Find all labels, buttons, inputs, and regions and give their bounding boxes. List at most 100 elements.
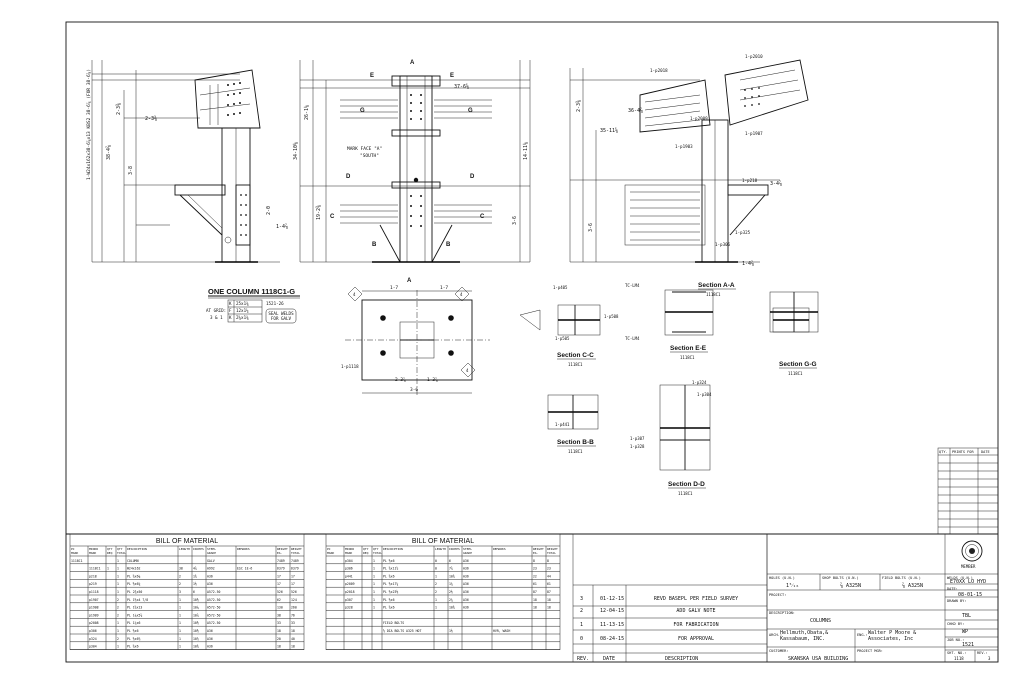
- bom-left-cell: 18: [277, 629, 281, 633]
- column-title-note: ONE COLUMN 1118C1-G K 25x1⅜ 1521-26 AT G…: [206, 287, 300, 324]
- bom-right-cell: 1: [373, 590, 375, 594]
- bom-right-header: DESCRIPTION: [383, 547, 403, 551]
- bom-right-cell: p2009: [345, 582, 355, 586]
- bp-part: 1-p1118: [341, 364, 359, 369]
- row3-value: 2⅝x1⅜: [236, 315, 249, 320]
- description-value: COLUMNS: [810, 618, 831, 624]
- bom-left-cell: p2008: [89, 621, 99, 625]
- arch-value: Hellmuth,Obata,& Kassabaum, INC.: [780, 630, 829, 642]
- field-bolts-value: ⅞ A325N: [902, 582, 923, 589]
- bom-left-cell: 7489: [277, 559, 285, 563]
- callout-g-left: G: [360, 108, 365, 114]
- bom-left-header: WEIGHT: [277, 547, 288, 551]
- c-part-3: 1-p505: [555, 336, 570, 341]
- dim-left-2: 2-3⅜: [145, 115, 157, 122]
- bom-right-header: TOTAL: [547, 551, 556, 555]
- bom-left-cell: 1: [179, 645, 181, 649]
- bom-right-cell: p307: [345, 598, 353, 602]
- bom-right-cell: 1: [435, 574, 437, 578]
- column-title: ONE COLUMN 1118C1-G: [208, 287, 295, 296]
- bom-left-cell: COLUMN: [127, 559, 139, 563]
- section-a-a: Section A-A 1118C1: [698, 282, 819, 333]
- bom-right-cell: 1: [373, 582, 375, 586]
- section-g-title: Section G-G: [779, 361, 817, 368]
- bom-right-header: GRADE: [463, 551, 472, 555]
- callout-b-right: B: [446, 242, 451, 248]
- bom-left-cell: 62: [277, 598, 281, 602]
- bom-left-cell: ESC 1E-6: [237, 567, 252, 571]
- dim-right-6: 1-4⅞: [742, 260, 754, 267]
- bom-right-cell: p328: [345, 606, 353, 610]
- row1-key: K: [229, 301, 232, 306]
- arch-label: ARCH.:: [769, 633, 782, 637]
- bom-left-cell: A572-50: [207, 613, 221, 617]
- bom-right-cell: PL ⅝x6: [383, 574, 395, 578]
- bom-right-cell: 2⅛: [449, 590, 453, 594]
- date-header: DATE: [981, 450, 990, 454]
- bom-right-header: STEEL: [463, 547, 472, 551]
- bom-left-cell: 1: [117, 629, 119, 633]
- holes-value: 1⁵⁄₁₆: [786, 583, 799, 589]
- section-d-d: 1-p324 1-p304 1-p307 1-p328 Section D-D …: [630, 380, 712, 496]
- bom-right-cell: 23: [533, 567, 537, 571]
- bom-left-header: TOTAL: [291, 551, 300, 555]
- dim-left-4: 38-4⅞: [105, 145, 112, 160]
- dim-right-4: 3-6: [588, 223, 594, 232]
- row2-value: 12x1¼: [236, 308, 249, 314]
- bp-dim-4: 1-3⅞: [427, 376, 438, 383]
- callout-c-left: C: [330, 214, 335, 220]
- row2-key: F: [229, 308, 232, 313]
- bom-left-cell: 10⅝: [193, 629, 199, 633]
- bom-left-cell: p1908: [89, 606, 99, 610]
- bp-dim-1: 1-7: [390, 285, 398, 291]
- bom-left-cell: 1: [179, 598, 181, 602]
- section-d-title: Section D-D: [668, 481, 705, 488]
- bom-left-cell: p306: [89, 629, 97, 633]
- dim-mid-2: 37-6⅝: [454, 83, 469, 90]
- rev-description: ADD GALV NOTE: [676, 608, 715, 614]
- bom-left-cell: 10⅝: [193, 645, 199, 649]
- bom-left-cell: A572-50: [207, 606, 221, 610]
- bom-left-cell: 2: [179, 574, 181, 578]
- bom-right-cell: 0: [435, 567, 437, 571]
- bom-left-cell: 38: [179, 567, 183, 571]
- eng-label: ENG.:: [857, 633, 868, 637]
- bom-left-cell: A36: [207, 582, 213, 586]
- row1-value: 25x1⅜: [236, 301, 249, 306]
- bom-right-cell: PL ⅝x6: [383, 606, 395, 610]
- bom-left-cell: A572-50: [207, 590, 221, 594]
- bom-left-cell: 10⅞: [193, 613, 199, 617]
- bom-left-header: GRADE: [207, 551, 216, 555]
- bom-right-header: INCHES: [449, 547, 460, 551]
- bom-right-cell: HVR, WASH: [493, 629, 510, 633]
- bom-left-frame: [69, 533, 305, 650]
- title-block: MEMBER HOLES (U.N.) SHOP BOLTS (U.N.) FI…: [766, 533, 999, 663]
- bom-left-cell: 1: [179, 606, 181, 610]
- rev-header-rev: REV.: [577, 656, 589, 662]
- company-seal-icon: [961, 540, 983, 562]
- sheet-border: [65, 21, 999, 663]
- bom-right-header: QTY: [363, 547, 369, 551]
- bom-right-cell: 18: [547, 606, 551, 610]
- bom-left-header: STEEL: [207, 547, 216, 551]
- shop-bolts-value: ⅞ A325N: [840, 582, 861, 589]
- bom-left-cell: PL 1⅝x4 7/8: [127, 598, 148, 602]
- b-part-1: 1-p441: [555, 422, 570, 427]
- bom-left-cell: 1: [117, 567, 119, 571]
- job-label: JOB NO.:: [947, 638, 964, 642]
- bom-right-cell: 18: [533, 598, 537, 602]
- job-value: 1521: [962, 642, 974, 648]
- bom-left-header: LENGTH: [179, 547, 190, 551]
- bom-left-cell: 526: [291, 590, 297, 594]
- bom-left-cell: 17: [277, 582, 281, 586]
- bom-right-cell: A36: [463, 559, 469, 563]
- bp-marker-1: 4: [353, 292, 356, 297]
- bom-left-cell: A36: [207, 637, 213, 641]
- bom-right-cell: 44: [547, 574, 551, 578]
- eng-value: Walter P Moore & Associates, Inc: [868, 630, 917, 642]
- bom-left-header: WEIGHT: [291, 547, 302, 551]
- section-a-title: Section A-A: [698, 282, 735, 289]
- customer-value: SKANSKA USA BUILDING: [788, 656, 848, 662]
- bom-left-cell: 18: [291, 629, 295, 633]
- section-c-c: 1-p405 1-p508 1-p505 Section C-C 1118C1: [519, 285, 619, 367]
